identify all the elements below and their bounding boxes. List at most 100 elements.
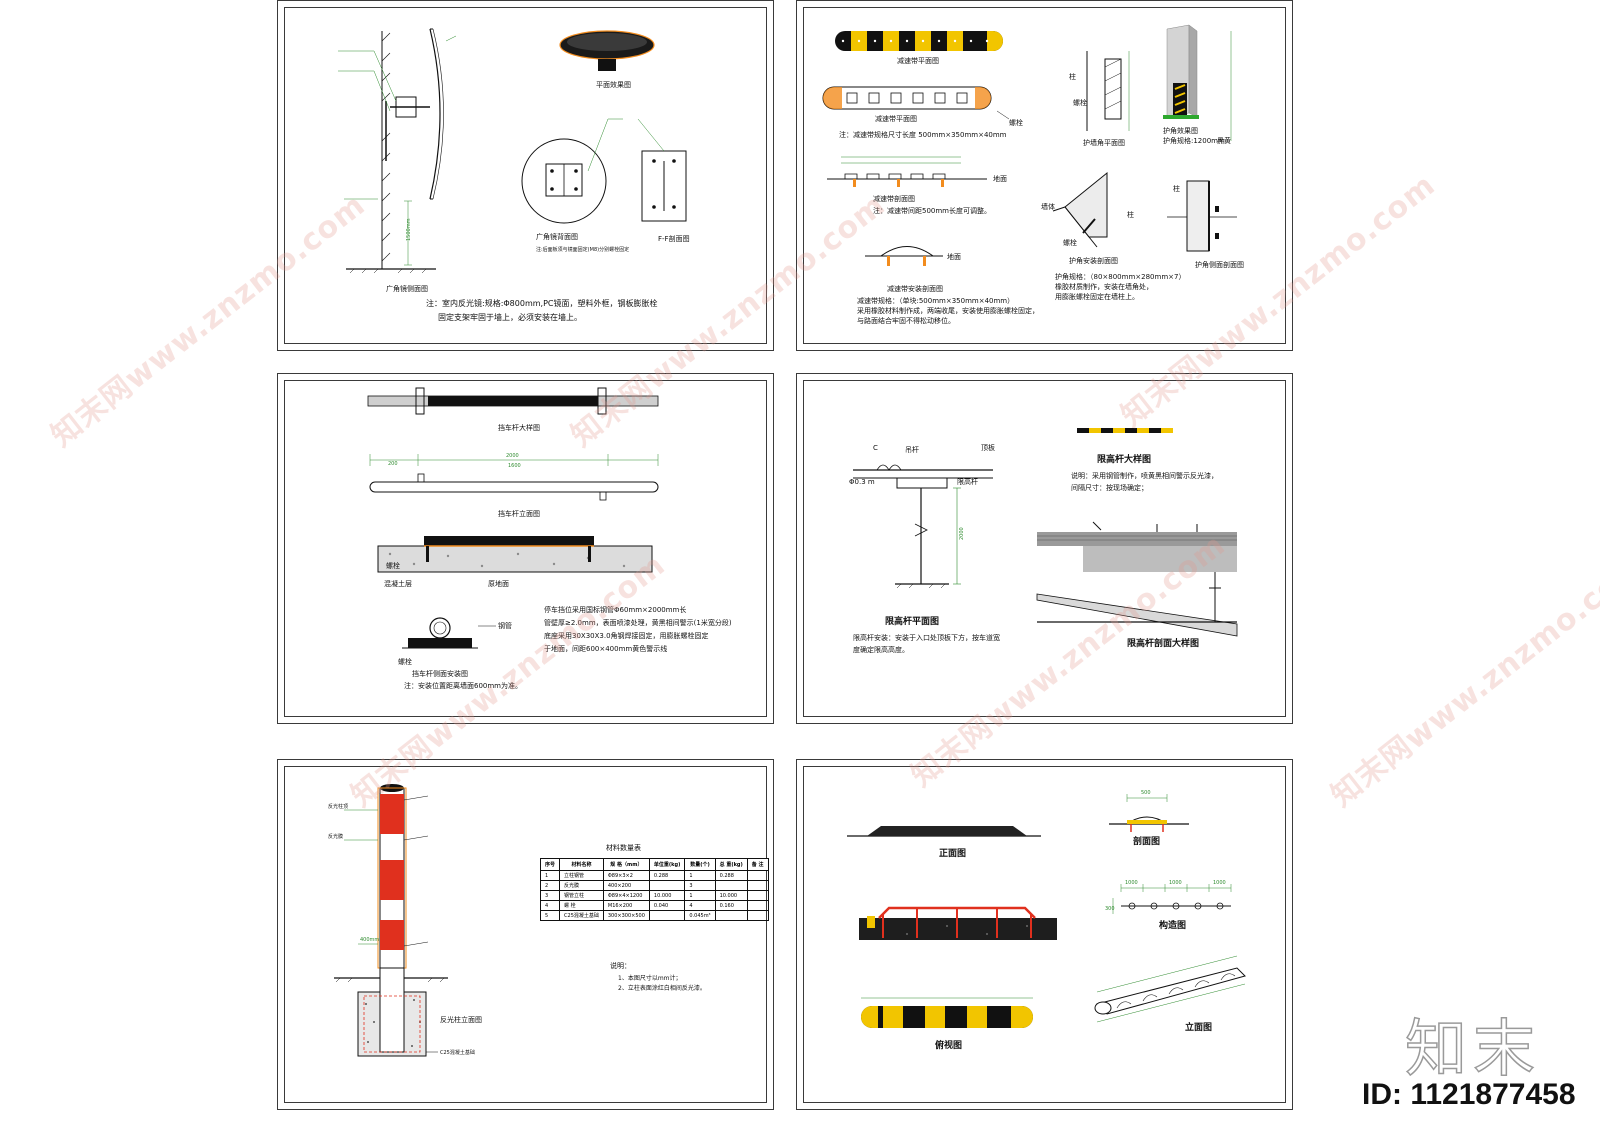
speed-spec-note-2: 采用橡胶材料制作成，两端收尾，安装使用膨胀螺栓固定， [857,306,1039,315]
material-table-header-cell: 序号 [539,858,561,871]
material-table-title: 材料数量表 [606,843,641,852]
rubber-bump-drawing: 正面图 500 剖面图 1000 1000 1000 300 构造图 俯视图 [847,790,1246,1051]
material-table-cell: 0.288 [648,870,686,881]
stopper-dim-total: 2000 [506,453,519,459]
bollard-base-title: 反光柱立面图 [440,1015,482,1024]
material-table-cell: 5 [539,910,561,921]
guard-mat-label: 黑黄 [1217,136,1231,145]
height-limit-top: 顶板 [981,443,995,452]
speed-floor-label: 地面 [993,174,1007,183]
material-table-cell: 1 [539,870,561,881]
material-table-cell: 2 [539,880,561,891]
stopper-front-title: 挡车杆立面图 [498,509,540,518]
mirror-back-note: 注:后面板须与镜面固定(M8)分别螺栓固定 [536,246,629,253]
speed-bump-drawing: 减速带平面图 螺栓 减速带平面图 注：减速带规格尺寸长度 500mm×350mm… [822,24,1244,325]
material-table-cell: 0.160 [714,900,748,911]
height-limit-bar-label: 限高杆 [957,477,978,486]
structure-dim-300: 300 [1105,906,1115,912]
mirror-side-title: 广角镜侧面图 [386,284,428,293]
height-limit-section-title: 限高杆剖面大样图 [1127,637,1199,649]
bollard-notes-title: 说明： [610,962,631,970]
height-limit-c: C [873,444,878,452]
height-limit-note-right-1: 说明：采用钢管制作，喷黄黑相间警示反光漆， [1071,471,1218,480]
guard-wall-label: 墙体 [1041,202,1055,211]
mirror-height-dim: 1500mm [406,218,412,241]
material-table-cell: 0.040 [648,900,686,911]
material-table-cell: Φ89×4×1200 [602,890,650,901]
guard-3d-title: 护角效果图 [1163,126,1198,135]
speed-spec-note-1: 减速带规格：（单块:500mm×350mm×40mm） [857,296,1014,305]
stopper-pipe-label: 钢管 [498,621,512,630]
material-table-cell: 1 [684,890,716,901]
material-table-cell: 立柱钢管 [559,870,604,881]
top-view-title: 俯视图 [935,1039,962,1051]
material-table-header-cell: 备 注 [746,858,769,871]
material-table-cell: 反光膜 [559,880,604,891]
material-table-cell: 4 [684,900,716,911]
material-table-cell: 10.000 [648,890,686,901]
stopper-note-1: 停车挡位采用国标钢管Φ60mm×2000mm长 [544,606,687,614]
speed-plan-title: 减速带平面图 [897,56,939,65]
guard-install-title: 护角安装剖面图 [1069,256,1118,265]
material-table-cell: 400×200 [602,880,650,891]
material-table-cell: Φ89×3×2 [602,870,650,881]
stopper-plan-title: 挡车杆大样图 [498,423,540,432]
speed-bolt-label: 螺栓 [1009,118,1023,127]
material-table-cell: 螺 栓 [559,900,604,911]
sheet-rubber-bump-views: 正面图 500 剖面图 1000 1000 1000 300 构造图 俯视图 [796,759,1293,1110]
material-table-cell: 钢管立柱 [559,890,604,901]
mirror-note-1: 注：室内反光镜:规格:Φ800mm,PC镜面，塑料外框，钢板膨胀栓 [426,299,658,308]
height-limit-note-right-2: 间隔尺寸：按现场确定； [1071,483,1148,492]
stopper-section-bolt: 螺栓 [386,561,400,570]
material-table-header: 序号材料名称规 格（mm）单位重(kg)数量(个)总 重(kg)备 注 [539,858,769,871]
stopper-bottom-note: 注：安装位置距离墙面600mm为准。 [404,681,522,690]
bollard-top-label: 反光柱顶 [328,803,348,810]
section-dim: 500 [1141,790,1151,796]
material-table-header-cell: 总 重(kg) [714,858,748,871]
material-table-cell [746,900,769,911]
material-table-cell: 1 [684,870,716,881]
stopper-note-3: 底座采用30X30X3.0角钢焊接固定，用膨胀螺栓固定 [544,632,709,640]
sheet-parking-stopper: 挡车杆大样图 2000 200 1600 挡车杆立面图 混凝土层 原地面 螺栓 … [277,373,774,724]
stopper-ground-label: 原地面 [488,579,509,588]
guard-plan-title: 护墙角平面图 [1083,138,1125,147]
speed-install-ground: 地面 [947,252,961,261]
material-table-cell: M16×200 [602,900,650,911]
stopper-dim-b: 1600 [508,463,521,469]
mirror-drawing: 1500mm 广角镜侧面图 平面效果图 广角镜背面图 注:后面板须与镜面固定(M… [338,28,690,293]
material-table-cell: C25混凝土基础 [559,910,604,921]
guard-side-col: 柱 [1173,184,1180,193]
guard-note-2: 橡胶材质制作，安装在墙角处， [1055,282,1153,291]
mirror-plan-title: 平面效果图 [596,80,631,89]
material-table-cell [714,910,748,921]
material-table-header-cell: 单位重(kg) [648,858,686,871]
asset-id-label: ID: 1121877458 [1362,1078,1576,1111]
material-table-cell [746,870,769,881]
height-limit-detail-title: 限高杆大样图 [1097,453,1151,465]
material-table-cell: 0.045m³ [684,910,716,921]
material-table-cell [746,890,769,901]
speed-section-note: 注：减速带间距500mm长度可调整。 [873,206,991,215]
material-table-cell [714,880,748,891]
guard-col2-label: 柱 [1127,210,1134,219]
brand-logo: 知末 [1404,1011,1542,1086]
mirror-back-title: 广角镜背面图 [536,232,578,241]
material-table-cell: 3 [539,890,561,901]
height-limit-beam: 吊杆 [905,445,919,454]
material-table-cell: 300×300×500 [602,910,650,921]
speed-section-title: 减速带剖面图 [873,194,915,203]
height-limit-plan-title: 限高杆平面图 [885,615,939,627]
guard-spec-label: 护角规格:1200mm [1163,136,1225,145]
structure-dim-1: 1000 [1125,880,1138,886]
sheet-wide-angle-mirror: 1500mm 广角镜侧面图 平面效果图 广角镜背面图 注:后面板须与镜面固定(M… [277,0,774,351]
material-table-cell: 3 [684,880,716,891]
guard-bolt-label: 螺栓 [1063,238,1077,247]
bollard-gap-label: 400mm [360,937,379,943]
stopper-note-4: 于地面，间距600×400mm黄色警示线 [544,645,668,653]
elevation-view-title: 立面图 [1185,1021,1212,1033]
material-table-cell [746,910,769,921]
speed-size-note: 注：减速带规格尺寸长度 500mm×350mm×40mm [839,130,1007,139]
